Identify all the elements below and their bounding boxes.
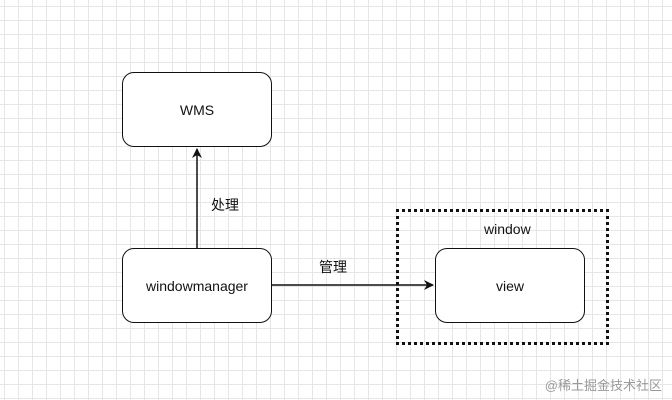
window-group-label: window — [484, 221, 531, 237]
watermark-text: @稀土掘金技术社区 — [544, 378, 662, 393]
window-group-boundary — [396, 209, 609, 345]
windowmanager-node: windowmanager — [122, 248, 272, 323]
edge-label-process: 处理 — [211, 197, 239, 213]
view-node: view — [435, 248, 585, 323]
wms-node: WMS — [122, 72, 272, 147]
edge-label-manage: 管理 — [319, 259, 347, 275]
